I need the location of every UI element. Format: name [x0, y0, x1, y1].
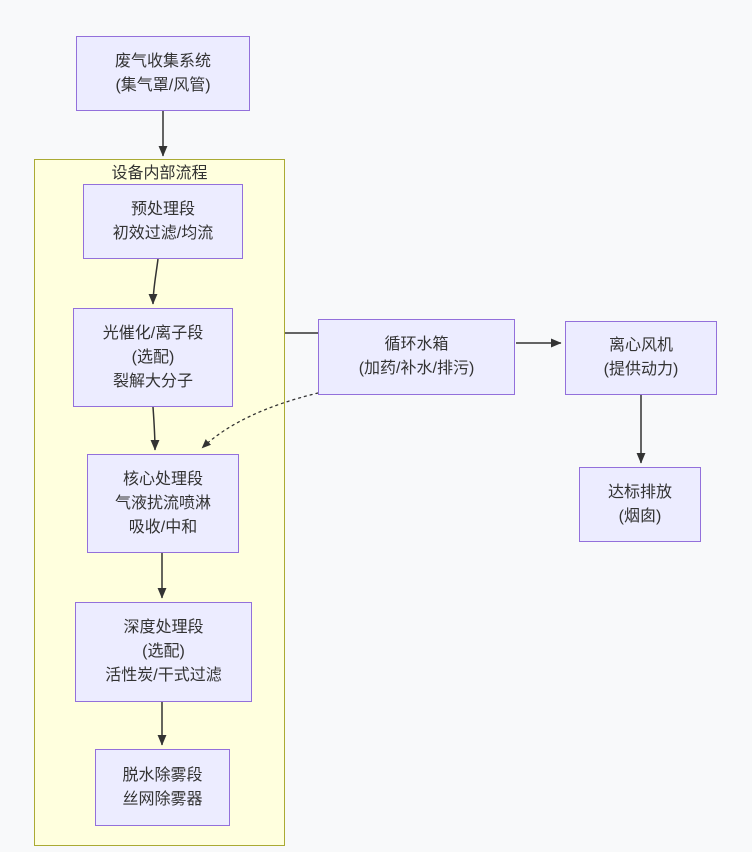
node-core-treatment-line-3: 吸收/中和 [128, 518, 198, 536]
node-waste-gas-collection: 废气收集系统 (集气罩/风管) [76, 36, 250, 111]
node-waste-gas-collection-line-1: 废气收集系统 [114, 52, 211, 70]
cluster-internal-process-label: 设备内部流程 [111, 165, 208, 182]
node-demister-line-2: 丝网除雾器 [122, 790, 203, 808]
node-circulating-water-tank-line-1: 循环水箱 [384, 336, 449, 353]
node-demister-line-1: 脱水除雾段 [122, 766, 203, 784]
node-core-treatment-line-2: 气液扰流喷淋 [114, 494, 211, 512]
node-deep-treatment-line-3: 活性炭/干式过滤 [105, 667, 222, 684]
node-pretreatment: 预处理段 初效过滤/均流 [83, 184, 243, 259]
node-centrifugal-fan-line-1: 离心风机 [608, 337, 673, 354]
node-photocatalysis-line-3: 裂解大分子 [112, 372, 193, 390]
node-core-treatment: 核心处理段 气液扰流喷淋 吸收/中和 [87, 454, 239, 553]
node-centrifugal-fan: 离心风机 (提供动力) [565, 321, 717, 395]
node-compliant-discharge-line-1: 达标排放 [607, 483, 672, 501]
node-circulating-water-tank-line-2: (加药/补水/排污) [358, 360, 475, 377]
node-waste-gas-collection-line-2: (集气罩/风管) [115, 76, 211, 94]
node-deep-treatment: 深度处理段 (选配) 活性炭/干式过滤 [75, 602, 252, 702]
node-demister: 脱水除雾段 丝网除雾器 [95, 749, 230, 826]
node-photocatalysis-line-1: 光催化/离子段 [102, 324, 204, 342]
node-compliant-discharge-line-2: (烟囱) [618, 507, 662, 525]
node-core-treatment-line-1: 核心处理段 [122, 470, 203, 488]
node-compliant-discharge: 达标排放 (烟囱) [579, 467, 701, 542]
node-deep-treatment-line-2: (选配) [142, 643, 185, 660]
node-photocatalysis: 光催化/离子段 (选配) 裂解大分子 [73, 308, 233, 407]
node-centrifugal-fan-line-2: (提供动力) [603, 361, 679, 378]
node-photocatalysis-line-2: (选配) [131, 348, 175, 366]
node-pretreatment-line-1: 预处理段 [130, 200, 195, 218]
node-circulating-water-tank: 循环水箱 (加药/补水/排污) [318, 319, 515, 395]
node-deep-treatment-line-1: 深度处理段 [123, 619, 204, 636]
node-pretreatment-line-2: 初效过滤/均流 [112, 224, 214, 242]
